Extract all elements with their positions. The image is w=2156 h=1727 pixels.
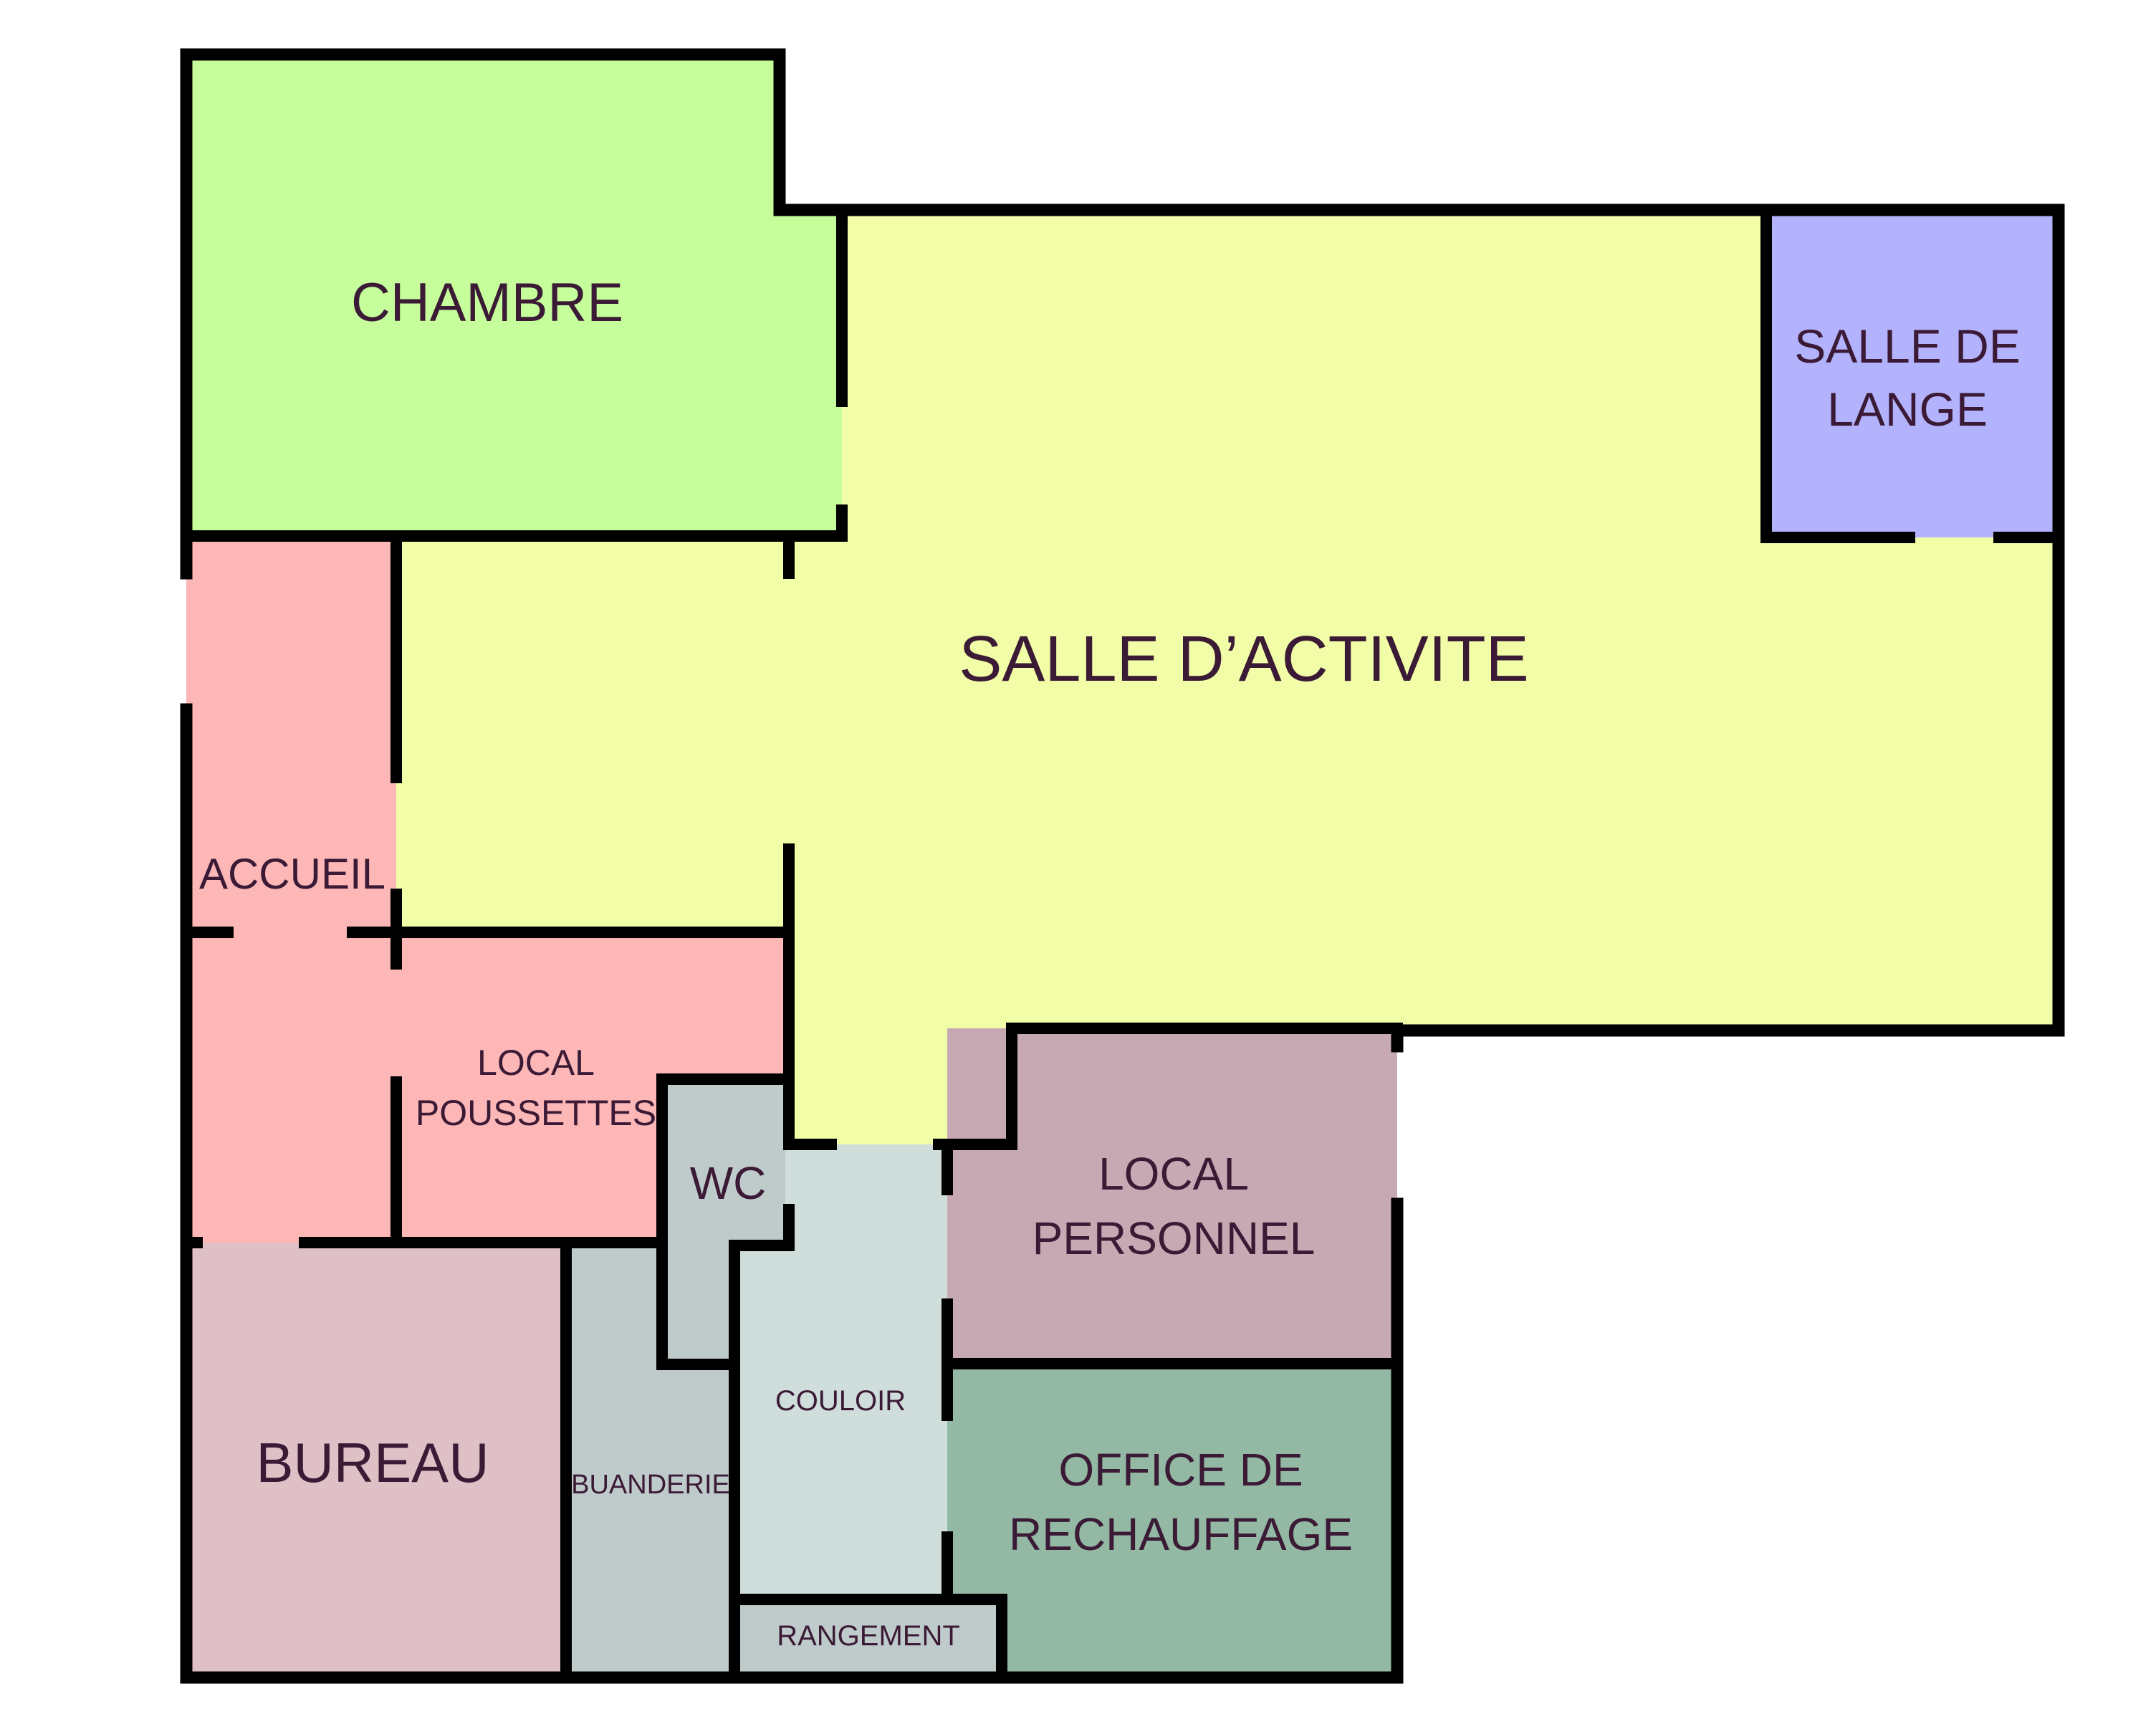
room-lange-fill[interactable] [1766, 214, 2053, 537]
outer-wall [180, 48, 2065, 1053]
label-rangement: RANGEMENT [777, 1620, 960, 1652]
wall-couloir-personnel-top [933, 1023, 1403, 1150]
label-salle-de-lange-line2: LANGE [1827, 383, 1988, 436]
label-office-line1: OFFICE DE [1058, 1444, 1303, 1496]
label-local-poussettes-line1: LOCAL [477, 1043, 595, 1083]
wall-wc-left [656, 1073, 740, 1370]
label-accueil: ACCUEIL [199, 850, 385, 898]
room-couloir-fill[interactable] [734, 1144, 947, 1597]
label-local-poussettes-line2: POUSSETTES [416, 1093, 656, 1133]
room-office-fill[interactable] [947, 1364, 1397, 1675]
room-buanderie-fill[interactable] [566, 1243, 734, 1675]
label-couloir: COULOIR [775, 1385, 906, 1417]
label-buanderie: BUANDERIE [571, 1470, 730, 1500]
walls [180, 48, 2065, 1684]
label-salle-activite: SALLE D’ACTIVITE [959, 623, 1528, 695]
wall-rangement [729, 1594, 1007, 1680]
room-labels: CHAMBRE SALLE D’ACTIVITE SALLE DE LANGE … [199, 272, 2021, 1652]
label-salle-de-lange-line1: SALLE DE [1794, 320, 2021, 373]
room-accueil-fill[interactable] [186, 536, 785, 1243]
room-rangement-fill[interactable] [734, 1597, 1002, 1675]
room-chambre-fill[interactable] [186, 57, 842, 536]
room-personnel-fill[interactable] [947, 1028, 1397, 1364]
wall-lange-left [1760, 208, 1915, 543]
label-chambre: CHAMBRE [351, 272, 623, 333]
label-office-line2: RECHAUFFAGE [1009, 1508, 1353, 1560]
label-local-personnel-line1: LOCAL [1098, 1148, 1249, 1200]
label-wc: WC [690, 1157, 767, 1209]
room-bureau-fill[interactable] [186, 1243, 566, 1675]
outer-wall-left [180, 703, 1404, 1684]
room-activite-fill[interactable] [396, 212, 2053, 1144]
label-local-personnel-line2: PERSONNEL [1033, 1212, 1316, 1264]
room-fills [186, 57, 2053, 1675]
label-bureau: BUREAU [256, 1431, 489, 1494]
wall-wc-couloir-stub [729, 1204, 795, 1680]
